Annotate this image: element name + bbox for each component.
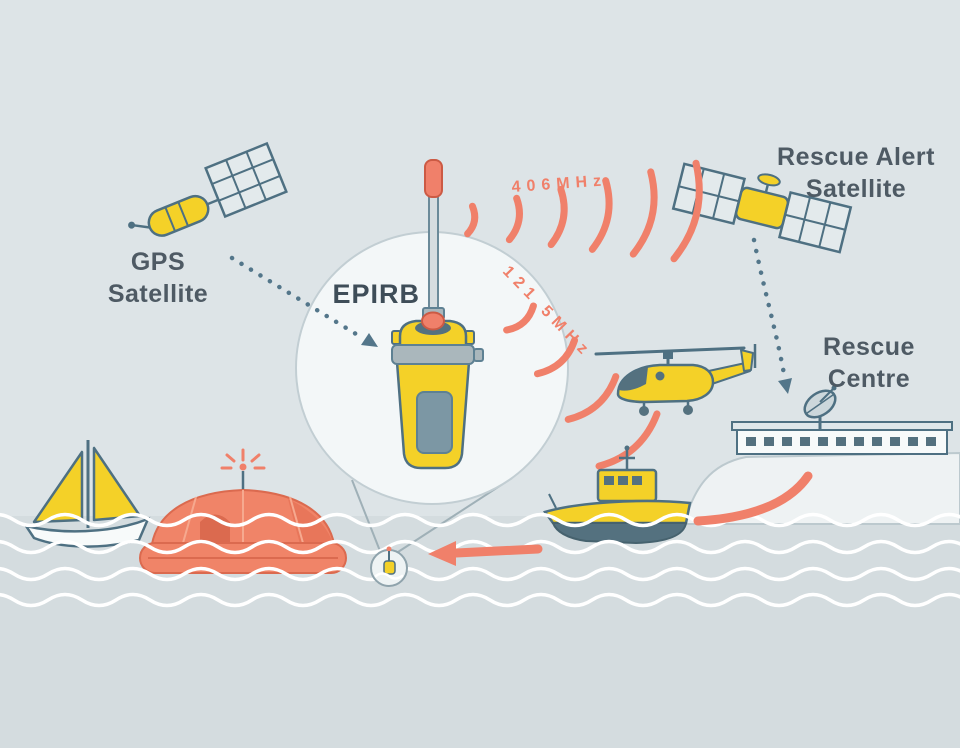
cabin-window bbox=[655, 371, 665, 381]
rescue-boat-icon bbox=[542, 445, 692, 545]
gps-body bbox=[147, 194, 210, 237]
boat-hull-lower bbox=[551, 522, 688, 545]
beacon-flash bbox=[220, 448, 266, 470]
gps-solar-panel bbox=[204, 141, 288, 219]
satellite-body bbox=[734, 186, 790, 230]
epirb-label: EPIRB bbox=[332, 279, 420, 309]
satellite-dish-icon bbox=[803, 385, 837, 430]
satellite-dish bbox=[757, 173, 781, 187]
wheel bbox=[683, 405, 693, 415]
gps-label-line2: Satellite bbox=[108, 280, 208, 308]
rescue-alert-label-line2: Satellite bbox=[806, 175, 906, 203]
main-rotor bbox=[594, 346, 746, 356]
building-windows bbox=[746, 437, 936, 446]
building-roof bbox=[731, 421, 953, 431]
downlink-dotted-line bbox=[751, 237, 787, 377]
gps-label-line1: GPS bbox=[131, 248, 185, 276]
antenna-tip bbox=[424, 159, 443, 198]
signal-arrows bbox=[229, 237, 792, 394]
windshield bbox=[619, 367, 648, 391]
signal-waves-406: 406MHz bbox=[464, 159, 703, 263]
distress-button bbox=[421, 311, 445, 331]
gps-signal-arrowhead bbox=[361, 333, 378, 347]
boat-direction-arrow bbox=[428, 541, 543, 566]
mini-epirb bbox=[383, 560, 396, 575]
epirb-device: EPIRB bbox=[332, 159, 484, 470]
freq-406-label: 406MHz bbox=[511, 172, 608, 196]
gps-signal-dotted-line bbox=[229, 255, 359, 337]
jib-sail bbox=[32, 450, 84, 524]
rescue-centre-label-line2: Centre bbox=[828, 365, 910, 393]
left-solar-panel bbox=[671, 162, 747, 226]
epirb-antenna bbox=[428, 191, 439, 317]
rescue-alert-label-line1: Rescue Alert bbox=[777, 143, 935, 171]
water-waves bbox=[0, 512, 960, 608]
rescue-centre-building bbox=[682, 385, 960, 525]
downlink-arrowhead bbox=[778, 378, 792, 394]
right-solar-panel bbox=[777, 190, 853, 254]
helicopter-icon bbox=[594, 344, 757, 416]
rescue-centre-label-line1: Rescue bbox=[823, 333, 915, 361]
boat-cabin bbox=[596, 468, 658, 503]
boat-hull-upper bbox=[542, 499, 692, 525]
floating-epirb-icon bbox=[370, 546, 408, 587]
gps-satellite-icon bbox=[128, 141, 288, 237]
wheel bbox=[639, 406, 649, 416]
cliff bbox=[682, 451, 960, 525]
launch-swoosh bbox=[693, 471, 813, 526]
epirb-collar-band bbox=[391, 344, 475, 365]
tail-fin bbox=[740, 349, 754, 372]
rescue-alert-satellite-icon bbox=[671, 162, 853, 254]
diagram-labels: GPS Satellite Rescue Alert Satellite Res… bbox=[108, 143, 935, 393]
epirb-panel bbox=[416, 391, 453, 454]
